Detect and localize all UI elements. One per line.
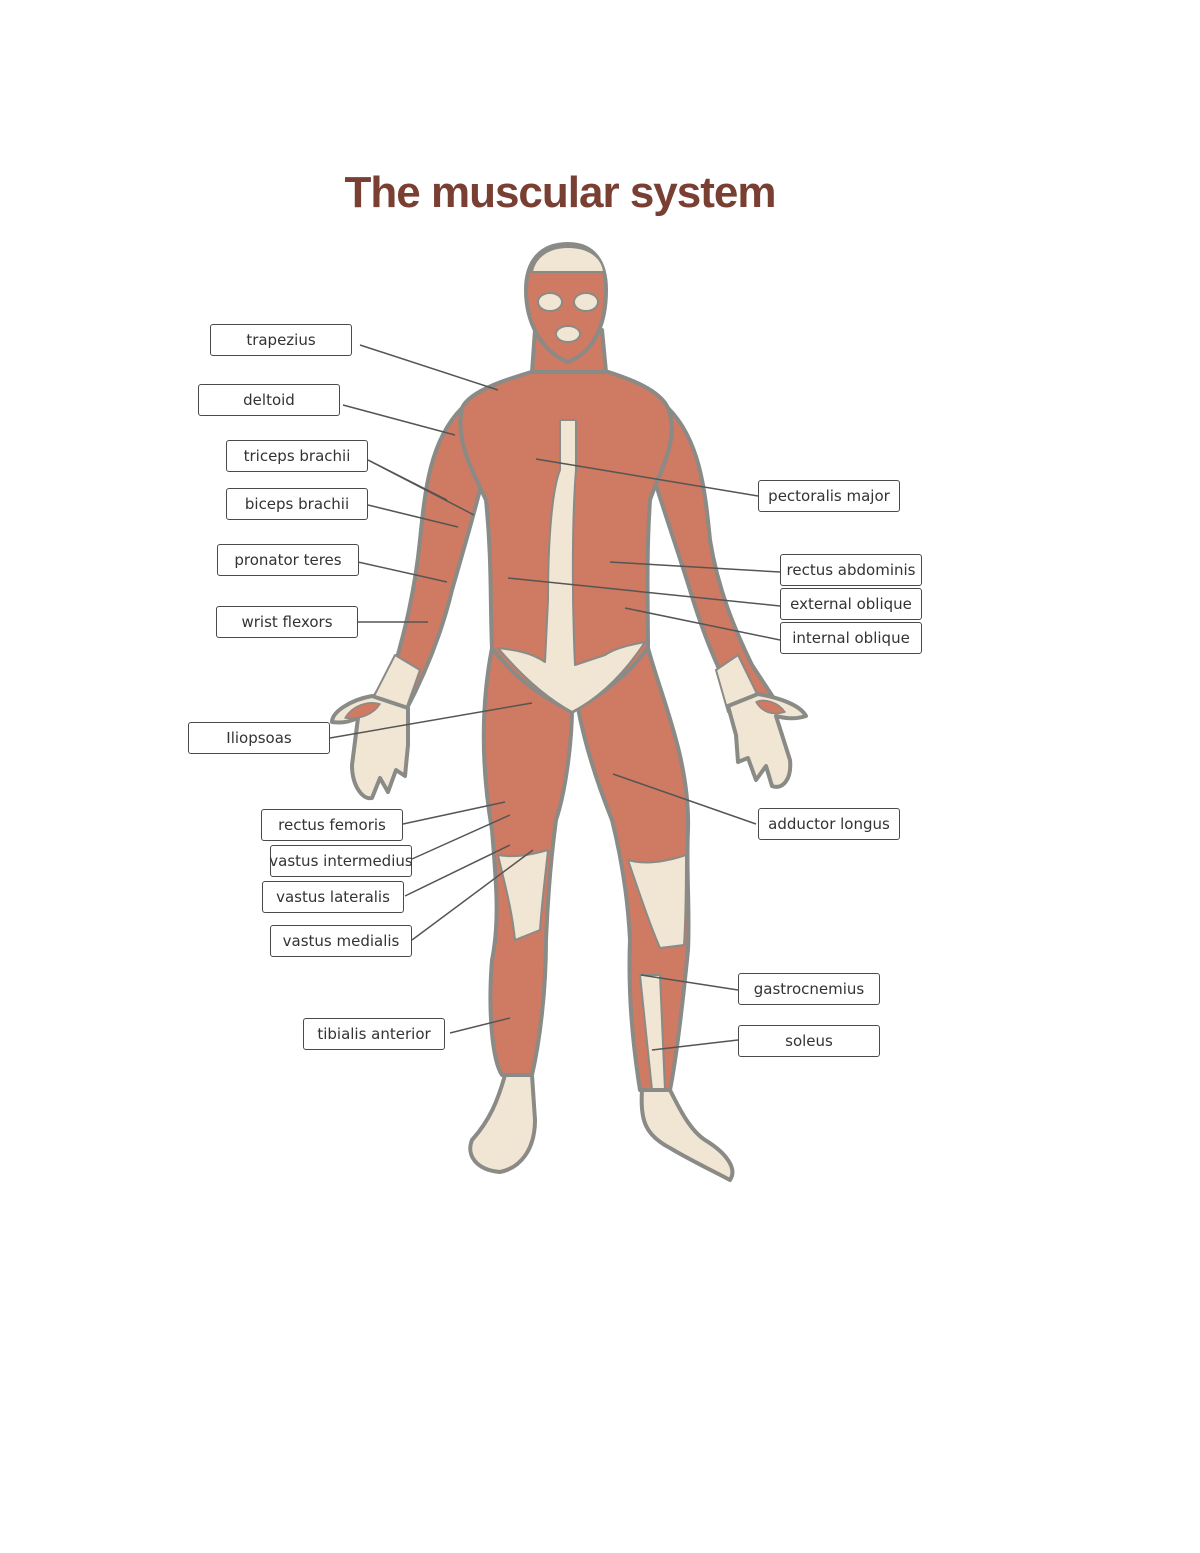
mouth-muscle bbox=[556, 326, 580, 342]
label-pectoralis-major: pectoralis major bbox=[758, 480, 900, 512]
label-gastrocnemius: gastrocnemius bbox=[738, 973, 880, 1005]
label-adductor-longus: adductor longus bbox=[758, 808, 900, 840]
label-tibialis-anterior: tibialis anterior bbox=[303, 1018, 445, 1050]
right-foot bbox=[470, 1075, 535, 1172]
leader-trapezius bbox=[360, 345, 498, 390]
label-biceps-brachii: biceps brachii bbox=[226, 488, 368, 520]
left-eye-muscle bbox=[574, 293, 598, 311]
label-rectus-femoris: rectus femoris bbox=[261, 809, 403, 841]
left-foot bbox=[642, 1090, 733, 1180]
label-vastus-intermedius: vastus intermedius bbox=[270, 845, 412, 877]
label-soleus: soleus bbox=[738, 1025, 880, 1057]
right-eye-muscle bbox=[538, 293, 562, 311]
label-triceps-brachii: triceps brachii bbox=[226, 440, 368, 472]
label-rectus-abdominis: rectus abdominis bbox=[780, 554, 922, 586]
label-external-oblique: external oblique bbox=[780, 588, 922, 620]
leader-deltoid bbox=[343, 405, 455, 435]
label-pronator-teres: pronator teres bbox=[217, 544, 359, 576]
label-vastus-lateralis: vastus lateralis bbox=[262, 881, 404, 913]
label-iliopsoas: Iliopsoas bbox=[188, 722, 330, 754]
label-internal-oblique: internal oblique bbox=[780, 622, 922, 654]
label-wrist-flexors: wrist flexors bbox=[216, 606, 358, 638]
label-vastus-medialis: vastus medialis bbox=[270, 925, 412, 957]
label-deltoid: deltoid bbox=[198, 384, 340, 416]
label-trapezius: trapezius bbox=[210, 324, 352, 356]
